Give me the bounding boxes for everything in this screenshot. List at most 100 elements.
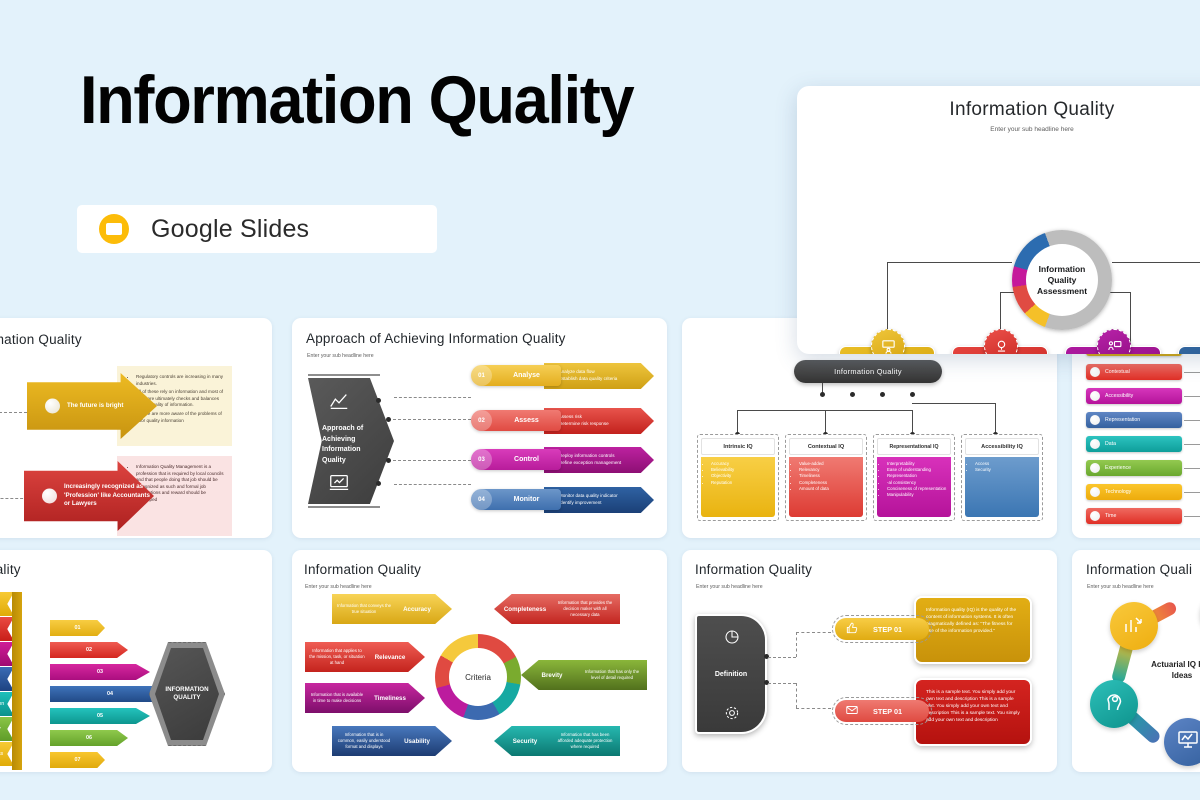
flow-arrow-0[interactable]: 01 — [50, 620, 105, 636]
org-node-0[interactable]: Credibility of Content — [839, 329, 935, 354]
step-text: Information quality (IQ) is the quality … — [926, 608, 1017, 634]
definition-panel[interactable]: Definition — [695, 614, 767, 734]
connector-dot — [386, 458, 391, 463]
step-text: This is a sample text. You simply add yo… — [926, 690, 1020, 723]
connector — [388, 419, 471, 420]
stage-bullet: Analyze data flow — [558, 369, 595, 374]
input-bar-0[interactable]: Style — [0, 592, 14, 616]
slide-thumbnail-converging-arrows[interactable]: uality Style Accuracy References Objecti… — [0, 550, 272, 772]
slide-thumbnail-org-chart[interactable]: Information Quality Enter your sub headl… — [797, 86, 1200, 354]
connector — [388, 460, 471, 461]
slide-title: uality — [0, 562, 21, 577]
color-bar-label: Accessibility — [1105, 393, 1134, 399]
assessment-donut: Information Quality Assessment — [1012, 230, 1112, 330]
criteria-item-usability[interactable]: Information that is in common, easily un… — [332, 726, 452, 756]
stage-pill-0[interactable]: 01 Analyse — [471, 365, 561, 386]
cycle-node-3[interactable] — [1164, 718, 1200, 766]
page-title: Information Quality — [80, 62, 635, 138]
connector-dot — [376, 398, 381, 403]
iq-column-2[interactable]: Representational IQ Interpretability Eas… — [873, 434, 955, 521]
step-pill-0[interactable]: STEP 01 — [832, 615, 932, 643]
color-bar-3[interactable]: Representation — [1086, 412, 1182, 428]
input-bar-6[interactable]: Completeness — [0, 742, 14, 766]
connector — [768, 683, 796, 684]
flow-arrow-6[interactable]: 07 — [50, 752, 105, 768]
org-node-1[interactable]: Credibility of Site — [952, 329, 1048, 354]
person-screen-icon — [1097, 329, 1131, 354]
color-bar-2[interactable]: Accessibility — [1086, 388, 1182, 404]
slide-thumbnail-definition[interactable]: Information Quality Enter your sub headl… — [682, 550, 1057, 772]
color-bar-6[interactable]: Technology — [1086, 484, 1182, 500]
color-bar-7[interactable]: Time — [1086, 508, 1182, 524]
flow-arrow-4[interactable]: 05 — [50, 708, 150, 724]
iq-item: Access — [975, 461, 1036, 467]
criteria-desc: Information that is in common, easily un… — [337, 732, 391, 749]
input-bar-4[interactable]: Representation — [0, 692, 14, 716]
connector — [737, 410, 738, 434]
criteria-item-completeness[interactable]: Information that provides the decision m… — [494, 594, 620, 624]
iq-root-pill[interactable]: Information Quality — [794, 360, 942, 383]
criteria-item-relevance[interactable]: Information that applies to the mission,… — [305, 642, 425, 672]
flow-arrow-1[interactable]: 02 — [50, 642, 128, 658]
donut-line-2: Quality — [1047, 274, 1077, 285]
approach-hexagon[interactable]: Approach of Achieving Information Qualit… — [308, 378, 394, 504]
bullet-dot — [1090, 391, 1100, 401]
connector — [887, 262, 1012, 263]
slide-thumbnail-future-is-bright[interactable]: rmation Quality Regulatory controls are … — [0, 318, 272, 538]
slide-thumbnail-actuarial[interactable]: Information Quali Enter your sub headlin… — [1072, 550, 1200, 772]
connector — [1184, 420, 1200, 421]
input-bar-label: Representation — [0, 701, 5, 707]
iq-column-0[interactable]: Intrinsic IQ Accuracy Believability Obje… — [697, 434, 779, 521]
stage-bullet: Assess risk — [558, 414, 582, 419]
color-bar-5[interactable]: Experience — [1086, 460, 1182, 476]
connector — [1184, 372, 1200, 373]
flow-arrow-5[interactable]: 06 — [50, 730, 128, 746]
input-bar-5[interactable]: Accessibility — [0, 717, 14, 741]
slide-thumbnail-approach[interactable]: Approach of Achieving Information Qualit… — [292, 318, 667, 538]
connector — [796, 632, 831, 633]
google-slides-icon — [99, 214, 129, 244]
slide-title: Information Quality — [304, 562, 422, 577]
slide-thumbnail-iq-categories[interactable]: Information Quality Intrinsic IQ Accurac… — [682, 318, 1057, 538]
iq-column-title: Intrinsic IQ — [701, 438, 775, 455]
google-slides-badge[interactable]: Google Slides — [77, 205, 437, 253]
slide-subtitle: Enter your sub headline here — [305, 584, 372, 590]
iq-item: Objectivity — [711, 473, 772, 479]
criteria-label: Relevance — [374, 653, 406, 661]
input-bar-2[interactable]: References — [0, 642, 14, 666]
color-bar-4[interactable]: Data — [1086, 436, 1182, 452]
flow-arrow-num: 06 — [86, 735, 92, 741]
cycle-node-0[interactable] — [1110, 602, 1158, 650]
stage-pill-2[interactable]: 03 Control — [471, 449, 561, 470]
stage-pill-1[interactable]: 02 Assess — [471, 410, 561, 431]
presenter-icon — [871, 329, 905, 354]
flow-arrow-3[interactable]: 04 — [50, 686, 170, 702]
iq-column-1[interactable]: Contextual IQ Value-added Relevancy Time… — [785, 434, 867, 521]
org-node-2[interactable]: Predictive Relevance — [1065, 329, 1161, 354]
step-pill-1[interactable]: STEP 01 — [832, 697, 932, 725]
connector — [0, 412, 32, 413]
presentation-icon — [328, 472, 350, 499]
criteria-desc: Information that conveys the true situat… — [337, 603, 391, 614]
stage-name: Assess — [514, 417, 539, 424]
stage-pill-3[interactable]: 04 Monitor — [471, 489, 561, 510]
cycle-node-2[interactable] — [1090, 680, 1138, 728]
criteria-desc: Information that provides the decision m… — [557, 600, 613, 617]
input-bar-3[interactable]: Objectivity — [0, 667, 14, 691]
criteria-item-brevity[interactable]: Information that has only the level of d… — [521, 660, 647, 690]
connector — [737, 410, 912, 411]
flow-arrow-2[interactable]: 03 — [50, 664, 150, 680]
criteria-item-accuracy[interactable]: Information that conveys the true situat… — [332, 594, 452, 624]
iq-item: Conciseness of representation — [887, 486, 948, 492]
color-bar-1[interactable]: Contextual — [1086, 364, 1182, 380]
slide-thumbnail-criteria[interactable]: Information Quality Enter your sub headl… — [292, 550, 667, 772]
criteria-item-timeliness[interactable]: Information that is available in time to… — [305, 683, 425, 713]
iq-item: Completeness — [799, 480, 860, 486]
input-bar-1[interactable]: Accuracy — [0, 617, 14, 641]
iq-column-3[interactable]: Accessibility IQ Access Security — [961, 434, 1043, 521]
criteria-item-security[interactable]: Information that has been afforded adequ… — [494, 726, 620, 756]
org-node-3[interactable]: Veracity A — [1178, 346, 1200, 354]
connector — [912, 410, 913, 434]
stage-bullet: Determine risk response — [558, 421, 609, 426]
slide-subtitle: Enter your sub headline here — [696, 584, 763, 590]
